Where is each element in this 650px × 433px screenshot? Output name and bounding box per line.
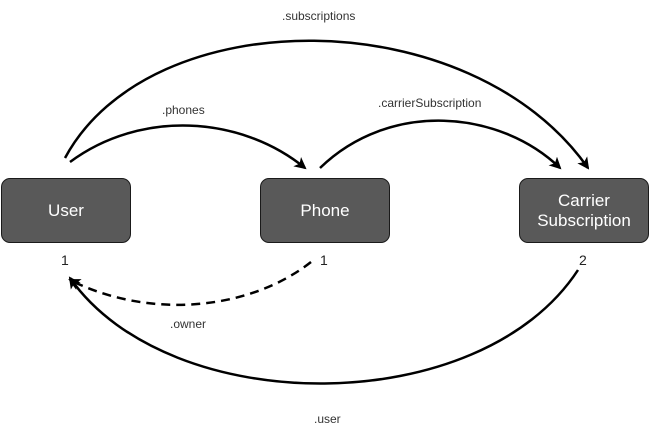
- label-subscriptions: .subscriptions: [282, 9, 356, 23]
- edge-carrier-subscription: [319, 119, 562, 170]
- multiplicity-phone: 1: [320, 252, 328, 268]
- label-owner: .owner: [170, 317, 207, 331]
- node-phone-label: Phone: [300, 200, 350, 220]
- multiplicity-user: 1: [61, 252, 69, 268]
- multiplicity-carrier-subscription: 2: [579, 252, 587, 268]
- label-phones: .phones: [162, 103, 205, 117]
- edge-subscriptions: [63, 39, 590, 170]
- node-user-label: User: [48, 200, 84, 220]
- label-user: .user: [314, 412, 341, 426]
- node-user[interactable]: User: [1, 178, 131, 243]
- edge-phones: [69, 124, 307, 170]
- edge-owner: [68, 261, 312, 307]
- node-carrier-subscription-label: Carrier Subscription: [537, 190, 631, 230]
- node-carrier-subscription[interactable]: Carrier Subscription: [519, 178, 649, 243]
- label-carrier-subscription: .carrierSubscription: [378, 96, 482, 110]
- node-phone[interactable]: Phone: [260, 178, 390, 243]
- edge-user: [68, 269, 580, 385]
